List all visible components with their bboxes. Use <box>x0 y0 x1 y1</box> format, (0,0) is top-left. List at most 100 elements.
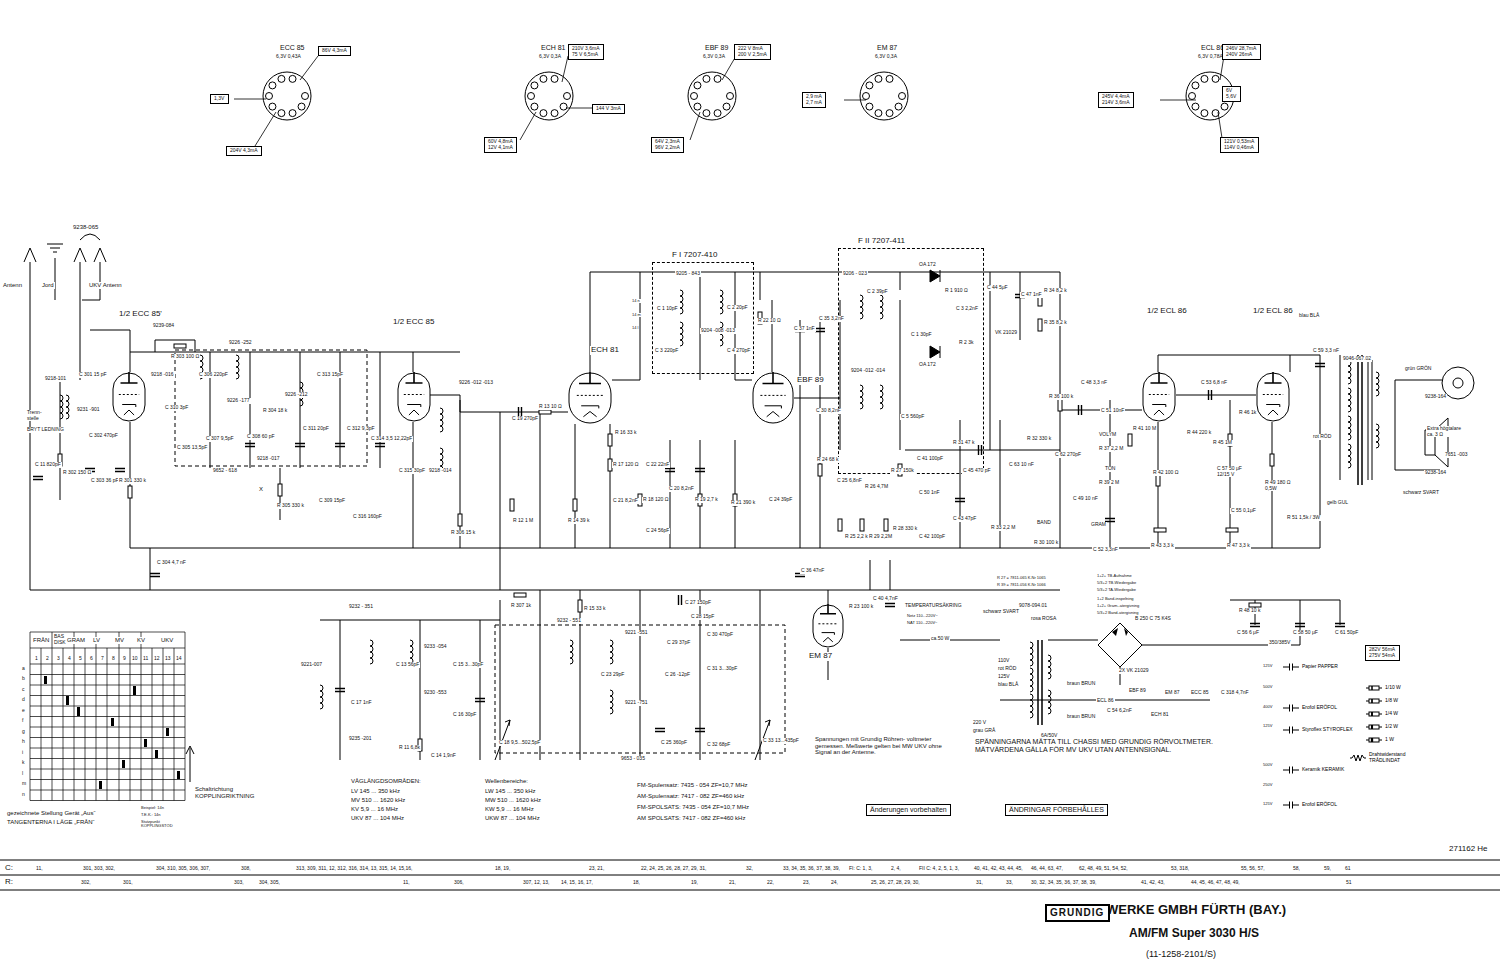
part-label: 59, <box>1323 866 1332 872</box>
part-label: 9204 -008 -013 <box>700 328 736 334</box>
part-label: R 305 330 k <box>276 503 305 509</box>
part-label: C 47 1nF <box>1020 292 1043 298</box>
part-label: Jord <box>41 282 55 289</box>
part-label: 9218 -017 <box>256 456 281 462</box>
part-label: 11, <box>402 880 411 886</box>
part-label: C 21 8,2nF <box>612 498 639 504</box>
part-label: 307, 12, 13, <box>522 880 550 886</box>
part-label: R 19 2,7 k <box>694 497 719 503</box>
value-text: 200 V 2,5mA <box>738 52 767 58</box>
part-label: R 37 2,2 M <box>1098 446 1124 452</box>
part-label: 6,3V 0,78A <box>1197 54 1224 60</box>
part-label: C 20 8,2nF <box>668 486 695 492</box>
part-label: ECC 85 <box>1190 690 1210 696</box>
part-label: C 23 29pF <box>600 672 625 678</box>
tube-name: 1/2 ECL 86 <box>1146 307 1188 316</box>
shielded-can: F I 7207-410 <box>652 262 754 374</box>
part-label: 350/385V <box>1268 640 1291 646</box>
value-box: 6V5,6V <box>1222 86 1241 102</box>
legend-sample <box>1366 684 1382 692</box>
legend-item: 1/2 W <box>1366 723 1398 731</box>
part-label: R 11 6,8k <box>398 745 421 751</box>
part-label: T.E.K.: 14n <box>140 813 162 817</box>
part-label: R 23 100 k <box>848 604 874 610</box>
part-label: 2 <box>45 656 50 662</box>
part-label: C 30 8,2nF <box>815 408 842 414</box>
legend-sample <box>1283 663 1299 671</box>
legend-sample <box>1283 801 1299 809</box>
part-label: C 59 3,3 nF <box>1312 348 1340 354</box>
part-label: 313, 309, 311, 12, 312, 316, 314, 13, 31… <box>295 866 413 872</box>
legend-item: 1/4 W <box>1366 710 1398 718</box>
legend-item: Erofol ERÖFOL <box>1283 801 1337 809</box>
part-label: R 48 10 k <box>1238 608 1261 614</box>
part-label: C 310 3pF <box>164 405 189 411</box>
legend-text: 1/10 W <box>1385 685 1401 691</box>
legend-sample <box>1283 726 1299 734</box>
value-text: 204V 4,3mA <box>230 148 258 154</box>
part-label: GRAM <box>1090 522 1107 528</box>
legend-text: Drahtwiderstand TRÅDLINDAT <box>1369 752 1429 763</box>
part-label: f <box>21 718 24 724</box>
part-label: gezeichnete Stellung Gerät „Aus“ <box>6 810 96 817</box>
part-label: R 43 3,3 k <box>1150 543 1175 549</box>
legend-text: Erofol ERÖFOL <box>1302 802 1337 808</box>
part-label: C 5 560pF <box>900 414 925 420</box>
part-label: 400V <box>1262 705 1273 709</box>
part-label: OA 172 <box>918 362 937 368</box>
part-label: 1+2+ Gram.-återgivning <box>1096 604 1140 608</box>
part-label: 9218 -016 <box>150 372 175 378</box>
part-label: 5/3+2 TA-Wiedergabe <box>1096 588 1137 592</box>
part-label: FI: C: 1, 3, <box>848 866 873 872</box>
part-label: C 16 30pF <box>452 712 477 718</box>
part-label: 110V <box>997 658 1010 664</box>
part-label: Trenn- stelle <box>26 410 50 421</box>
part-label: 11 <box>142 656 149 662</box>
legend-sample <box>1366 723 1382 731</box>
part-label: C: <box>4 864 14 873</box>
part-label: 19, <box>690 880 699 886</box>
part-label: C 2 20pF <box>726 305 749 311</box>
value-text: ÄNDRINGAR FÖRBEHÅLLES <box>1009 806 1104 814</box>
part-label: ECC 85 <box>279 44 306 52</box>
part-label: C 1 10pF <box>656 306 679 312</box>
part-label: C 25 6,8nF <box>836 478 863 484</box>
part-label: C 13 56pF <box>395 662 420 668</box>
part-label: R 39 2 M <box>1098 480 1120 486</box>
value-text: 275V 54mA <box>1369 653 1396 659</box>
part-label: C 311 20pF <box>302 426 330 432</box>
part-label: 125V <box>1262 664 1273 668</box>
part-label: C 17 1nF <box>350 700 373 706</box>
part-label: R 17 120 Ω <box>612 462 639 468</box>
part-label: KV 5,9 ... 16 MHz <box>350 806 399 813</box>
part-label: R 34 8,2 k <box>1043 288 1068 294</box>
part-label: 9226 -177 <box>226 398 251 404</box>
part-label: Wellenbereiche: <box>484 778 529 785</box>
part-label: 9218-101 <box>44 376 67 382</box>
part-label: C 318 4,7nF <box>1220 690 1250 696</box>
part-label: C 45 470 pF <box>962 468 992 474</box>
part-label: R 47 3,3 k <box>1226 543 1251 549</box>
part-label: EM 87 <box>1164 690 1180 696</box>
tube-symbol: 1/2 ECL 86 <box>1142 372 1176 422</box>
part-label: R 12 1 M <box>512 518 534 524</box>
value-text: 75 V 6,5mA <box>572 52 600 58</box>
part-label: 308, <box>240 866 252 872</box>
value-box: Änderungen vorbehalten <box>866 804 951 816</box>
legend-text: Keramik KERAMIK <box>1302 767 1344 773</box>
part-label: (11-1258-2101/S) <box>1145 950 1217 960</box>
part-label: 302, <box>80 880 92 886</box>
part-label: 9238-164 <box>1424 470 1447 476</box>
value-text: 12V 4,1mA <box>488 145 513 151</box>
part-label: R 45 1M <box>1212 440 1233 446</box>
part-label: 271162 He <box>1448 845 1489 854</box>
tube-name: 1/2 ECL 86 <box>1252 307 1294 316</box>
part-label: B 250 C 75 K4S <box>1134 616 1172 622</box>
part-label: R 35 8,2 k <box>1043 320 1068 326</box>
part-label: C 11 820pF <box>34 462 62 468</box>
part-label: 9221 -551 <box>624 630 649 636</box>
part-label: OA 172 <box>918 262 937 268</box>
part-label: 9226 -252 <box>228 340 253 346</box>
part-label: 5 <box>78 656 83 662</box>
part-label: 306, <box>453 880 465 886</box>
